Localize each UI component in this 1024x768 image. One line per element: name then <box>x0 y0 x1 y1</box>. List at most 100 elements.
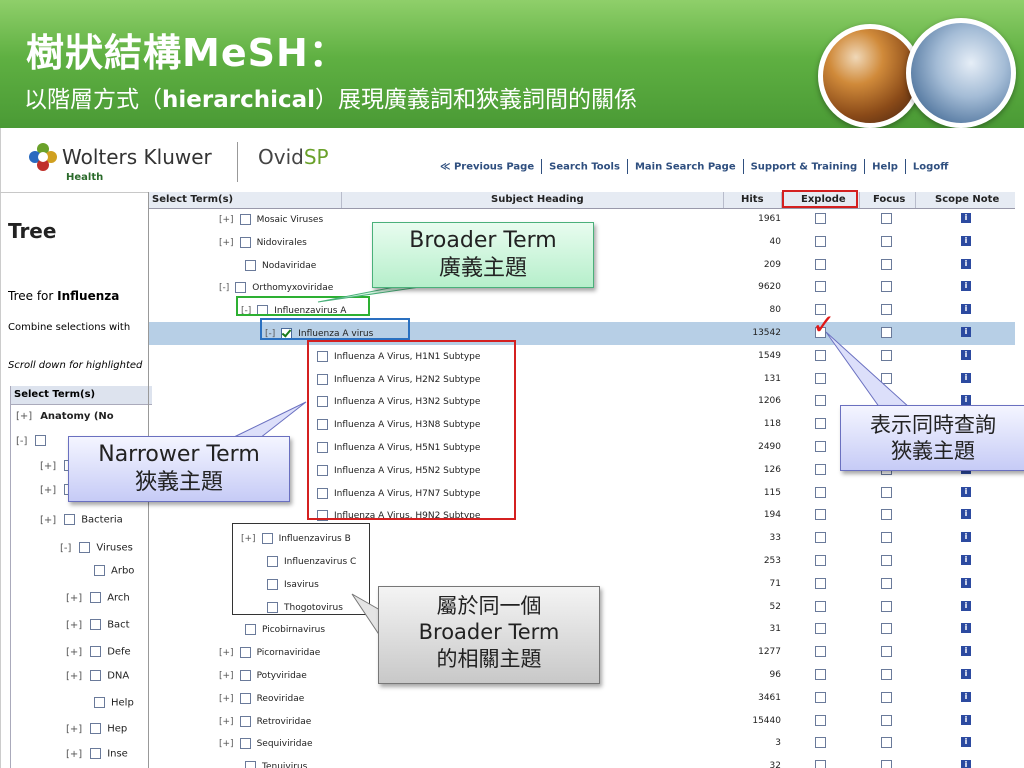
left-tree-item[interactable]: [+]Defe <box>66 646 131 658</box>
subject-heading-link[interactable]: Influenza A Virus, H3N8 Subtype <box>334 420 481 431</box>
scope-note-info-icon[interactable]: i <box>961 349 971 360</box>
term-checkbox[interactable] <box>317 464 328 476</box>
nav-logoff[interactable]: Logoff <box>912 161 949 173</box>
explode-checkbox[interactable] <box>815 349 826 361</box>
term-checkbox[interactable] <box>317 396 328 408</box>
expand-toggle[interactable]: [+] <box>219 739 234 750</box>
explode-checkbox[interactable] <box>815 213 826 224</box>
subject-heading-link[interactable]: Influenza A Virus, H9N2 Subtype <box>334 511 481 522</box>
subject-heading-link[interactable]: Potyviridae <box>256 671 307 681</box>
term-checkbox[interactable] <box>317 373 328 385</box>
term-checkbox[interactable] <box>239 647 251 659</box>
scope-note-info-icon[interactable]: i <box>961 327 971 337</box>
expand-toggle[interactable]: [+] <box>66 723 83 735</box>
scope-note-info-icon[interactable]: i <box>961 395 971 406</box>
expand-toggle[interactable]: [+] <box>66 646 83 658</box>
explode-checkbox[interactable] <box>815 623 826 635</box>
expand-toggle[interactable]: [+] <box>219 716 234 727</box>
scope-note-info-icon[interactable]: i <box>961 623 971 634</box>
subject-heading-link[interactable]: Influenza A Virus, H1N1 Subtype <box>334 351 481 362</box>
left-tree-item[interactable]: [+]Bacteria <box>40 514 123 526</box>
explode-checkbox[interactable] <box>815 646 826 658</box>
explode-checkbox[interactable] <box>815 669 826 680</box>
expand-toggle[interactable]: [+] <box>66 592 83 604</box>
term-checkbox[interactable] <box>239 214 251 225</box>
focus-checkbox[interactable] <box>881 304 892 316</box>
focus-checkbox[interactable] <box>881 327 892 338</box>
subject-heading-link[interactable]: Influenza A Virus, H7N7 Subtype <box>334 488 481 499</box>
scope-note-info-icon[interactable]: i <box>961 258 971 269</box>
explode-checkbox[interactable] <box>815 486 826 498</box>
expand-toggle[interactable]: [+] <box>219 648 234 659</box>
expand-toggle[interactable]: [+] <box>40 484 57 496</box>
subject-heading-link[interactable]: Influenza A Virus, H2N2 Subtype <box>334 374 481 385</box>
term-checkbox[interactable] <box>239 738 251 750</box>
focus-checkbox[interactable] <box>881 646 892 658</box>
focus-checkbox[interactable] <box>881 349 892 361</box>
term-checkbox[interactable] <box>90 670 102 681</box>
scope-note-info-icon[interactable]: i <box>961 532 971 543</box>
left-tree-item[interactable]: [+]Hep <box>66 723 127 735</box>
explode-checkbox[interactable] <box>815 509 826 521</box>
scope-note-info-icon[interactable]: i <box>961 304 971 315</box>
expand-toggle[interactable]: [+] <box>219 237 234 248</box>
nav-previous-page[interactable]: ≪ Previous Page <box>440 161 535 173</box>
explode-checkbox[interactable] <box>815 737 826 749</box>
expand-toggle[interactable]: [+] <box>219 671 234 681</box>
subject-heading-link[interactable]: Influenza A Virus, H5N1 Subtype <box>334 443 481 453</box>
focus-checkbox[interactable] <box>881 258 892 270</box>
term-checkbox[interactable] <box>317 350 328 362</box>
term-checkbox[interactable] <box>317 510 328 522</box>
term-checkbox[interactable] <box>239 670 251 681</box>
subject-heading-link[interactable]: Nodaviridae <box>262 260 317 271</box>
term-checkbox[interactable] <box>261 533 273 545</box>
explode-checkbox[interactable] <box>815 372 826 384</box>
explode-checkbox[interactable] <box>815 555 826 566</box>
expand-toggle[interactable]: [-] <box>16 435 28 447</box>
expand-toggle[interactable]: [+] <box>40 460 57 472</box>
expand-toggle[interactable]: [+] <box>66 619 83 631</box>
scope-note-info-icon[interactable]: i <box>961 213 971 223</box>
explode-checkbox[interactable] <box>815 258 826 270</box>
term-checkbox[interactable] <box>235 282 247 294</box>
focus-checkbox[interactable] <box>881 486 892 498</box>
subject-heading-link[interactable]: Influenza A Virus, H5N2 Subtype <box>334 465 481 476</box>
scope-note-info-icon[interactable]: i <box>961 691 971 702</box>
term-checkbox[interactable] <box>267 556 278 567</box>
subject-heading-link[interactable]: Retroviridae <box>256 716 312 727</box>
explode-checkbox[interactable] <box>815 281 826 293</box>
scope-note-info-icon[interactable]: i <box>961 669 971 679</box>
subject-heading-link[interactable]: Picornaviridae <box>256 648 321 659</box>
focus-checkbox[interactable] <box>881 760 892 768</box>
subject-heading-link[interactable]: Picobirnavirus <box>262 625 326 636</box>
term-checkbox[interactable] <box>317 487 328 499</box>
focus-checkbox[interactable] <box>881 235 892 247</box>
expand-toggle[interactable]: [-] <box>219 283 230 294</box>
scope-note-info-icon[interactable]: i <box>961 509 971 520</box>
subject-heading-link[interactable]: Tenuivirus <box>262 762 308 768</box>
explode-checkbox[interactable] <box>815 395 826 407</box>
nav-search-tools[interactable]: Search Tools <box>549 161 620 173</box>
explode-checkbox[interactable] <box>815 441 826 452</box>
term-checkbox[interactable] <box>90 619 102 630</box>
nav-help[interactable]: Help <box>872 161 898 173</box>
left-tree-item[interactable]: [+]Anatomy (No <box>16 411 114 422</box>
expand-toggle[interactable]: [+] <box>66 748 83 760</box>
left-tree-item[interactable]: [-]Viruses <box>60 542 133 554</box>
subject-heading-link[interactable]: Influenzavirus C <box>284 557 357 567</box>
focus-checkbox[interactable] <box>881 737 892 749</box>
term-checkbox[interactable] <box>94 565 105 576</box>
explode-checkbox[interactable] <box>815 714 826 726</box>
term-checkbox[interactable] <box>35 435 47 446</box>
explode-checkbox[interactable] <box>815 418 826 430</box>
focus-checkbox[interactable] <box>881 372 892 384</box>
subject-heading-link[interactable]: Orthomyxoviridae <box>252 283 334 294</box>
scope-note-info-icon[interactable]: i <box>961 577 971 588</box>
subject-heading-link[interactable]: Nidovirales <box>256 237 307 248</box>
focus-checkbox[interactable] <box>881 213 892 224</box>
expand-toggle[interactable]: [+] <box>40 514 57 526</box>
term-checkbox[interactable] <box>245 624 256 636</box>
explode-checkbox[interactable] <box>815 235 826 247</box>
explode-checkbox[interactable] <box>815 304 826 316</box>
expand-toggle[interactable]: [-] <box>265 329 276 339</box>
